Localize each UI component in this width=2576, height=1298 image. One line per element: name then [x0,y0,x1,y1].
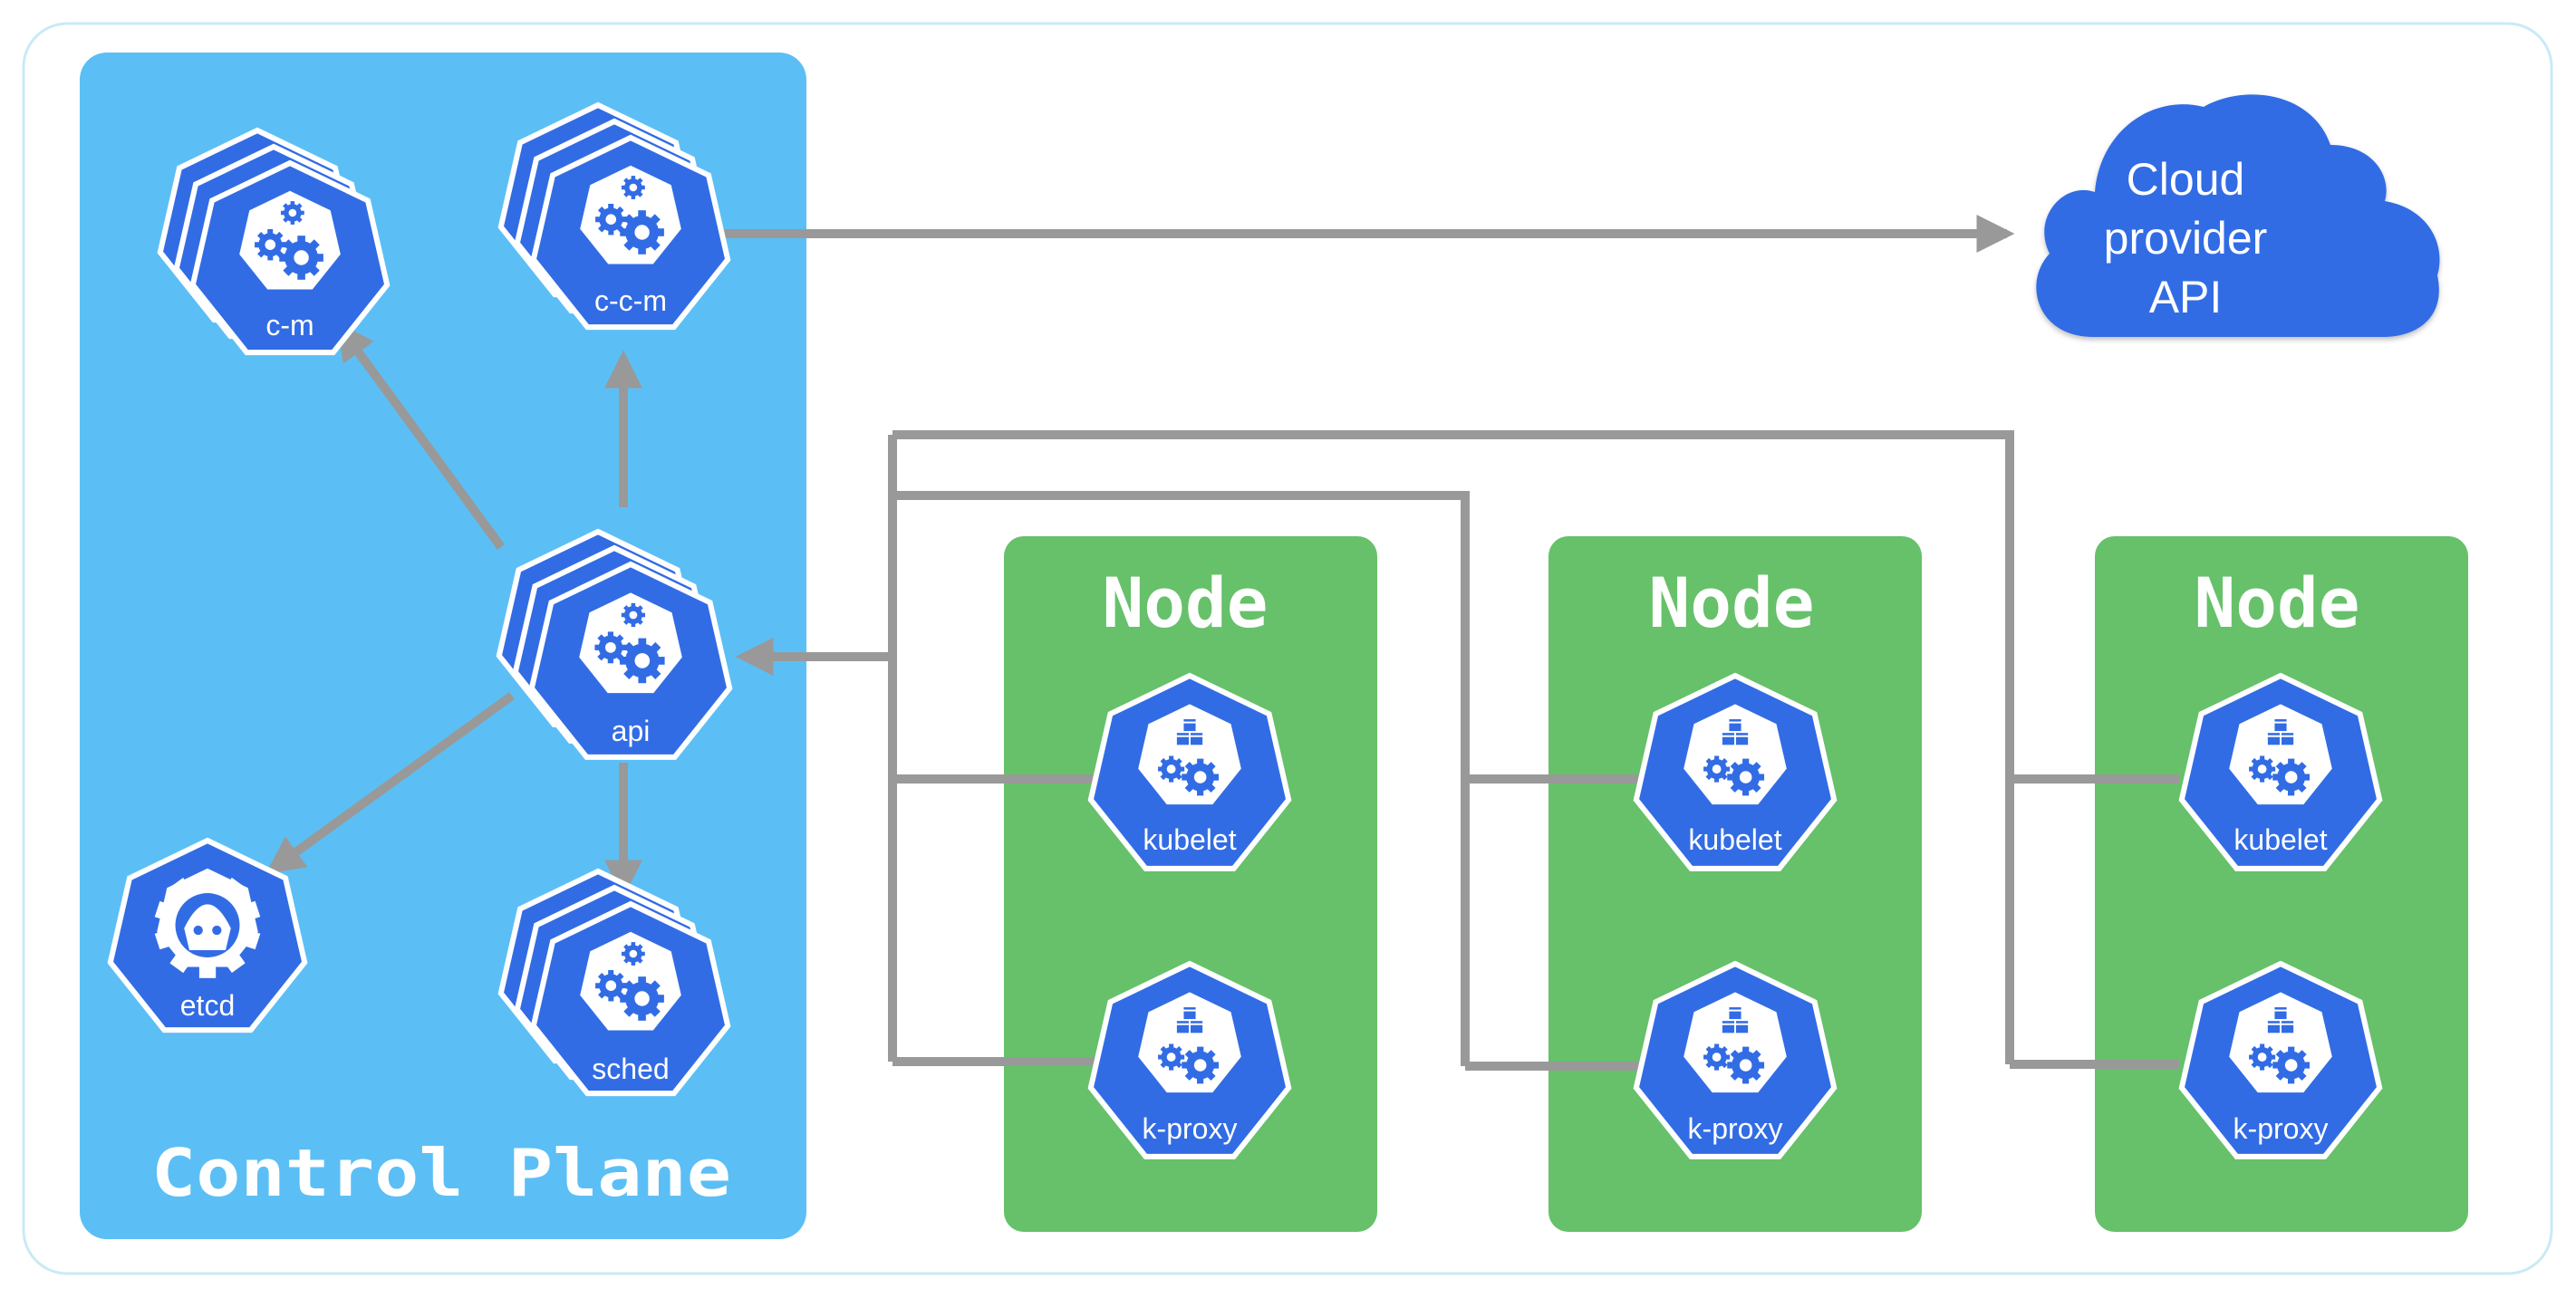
node2-kubelet-label: kubelet [1688,823,1781,856]
gear-icon [1158,1043,1185,1071]
cloud-label-line-1: Cloud [2127,154,2245,205]
cube-icon [1182,717,1198,734]
kubernetes-cubes-gears-icon [2229,704,2332,805]
kubernetes-cubes-gears-icon [1684,704,1787,805]
kubernetes-gears-icon [579,592,682,694]
gear-icon [621,176,645,199]
node1-kproxy [1087,960,1292,1159]
gear-icon [2249,755,2276,783]
cloud-label-line-2: provider [2104,213,2268,264]
component-api [496,528,733,760]
node1-proxy-label: k-proxy [1143,1112,1238,1145]
node-title: Node [2194,562,2359,643]
kubernetes-gears-icon [239,190,341,290]
arrow-api-to-cm [336,322,506,550]
cube-icon [1189,731,1205,747]
node2-proxy-label: k-proxy [1688,1112,1783,1145]
gear-icon [1727,1046,1765,1084]
gear-icon [1727,758,1765,796]
kubernetes-cubes-gears-icon [1684,992,1787,1093]
gear-icon [595,204,627,236]
gear-icon [620,210,664,255]
gear-icon [620,976,664,1021]
cube-icon [2272,1005,2289,1022]
gear-icon [255,229,286,261]
cube-icon [2272,717,2289,734]
gear-icon [621,942,645,966]
node3-kubelet-label: kubelet [2233,823,2327,856]
cube-icon [1734,1019,1751,1035]
cube-icon [2265,731,2282,747]
node3-kubelet [2178,672,2383,871]
cube-icon [1734,731,1751,747]
cube-icon [1727,1005,1743,1022]
cloud-icon [2036,94,2440,337]
component-cm [157,127,391,356]
node2-kubelet [1633,672,1838,871]
components-layer [107,101,2383,1159]
sched-label: sched [592,1053,669,1085]
component-labels: c-m c-c-m api sched etcd kubelet k-proxy… [180,284,2329,1145]
node1-kubelet-label: kubelet [1143,823,1236,856]
etcd-logo-icon [154,868,261,978]
gear-icon [1158,755,1185,783]
gear-icon [2272,1046,2311,1084]
gear-icon [1703,1043,1731,1071]
node-title: Node [1102,562,1268,643]
kubernetes-cubes-gears-icon [2229,992,2332,1093]
component-ccm [497,101,731,331]
cube-icon [1174,731,1191,747]
etcd-label: etcd [180,989,235,1022]
cloud-label-line-3: API [2149,272,2223,322]
cube-icon [1720,731,1736,747]
gear-icon [1182,758,1220,796]
node1-kubelet [1087,672,1292,871]
gear-icon [620,638,665,684]
component-sched [497,868,731,1097]
gear-icon [594,631,627,664]
gear-icon [2272,758,2311,796]
gear-icon [1703,755,1731,783]
kubernetes-cubes-gears-icon [1138,992,1241,1093]
connector-lines [888,430,2179,1071]
cube-icon [1174,1019,1191,1035]
cube-icon [1727,717,1743,734]
cube-icon [2280,731,2296,747]
ccm-label: c-c-m [594,284,667,317]
bus-node2-top [892,491,1470,1066]
node3-proxy-label: k-proxy [2233,1112,2329,1145]
cube-icon [1189,1019,1205,1035]
cloud-provider: Cloud provider API [2036,94,2440,337]
component-etcd [107,837,308,1034]
gear-icon [621,602,646,628]
gear-icon [1182,1046,1220,1084]
gear-icon [280,201,304,225]
node2-kproxy [1633,960,1838,1159]
api-label: api [612,715,651,747]
cm-label: c-m [265,309,314,341]
kubernetes-gears-icon [580,931,681,1031]
kubernetes-cubes-gears-icon [1138,704,1241,805]
gear-icon [279,236,323,280]
kubernetes-gears-icon [580,165,681,264]
node-title: Node [1648,562,1814,643]
cube-icon [1182,1005,1198,1022]
bus-node3-top [892,430,2014,1064]
cube-icon [1720,1019,1736,1035]
gear-icon [2249,1043,2276,1071]
cube-icon [2265,1019,2282,1035]
node3-kproxy [2178,960,2383,1159]
arrow-api-to-etcd [265,691,515,874]
cube-icon [2280,1019,2296,1035]
control-plane-title: Control Plane [151,1135,731,1211]
arrows [265,215,2015,899]
